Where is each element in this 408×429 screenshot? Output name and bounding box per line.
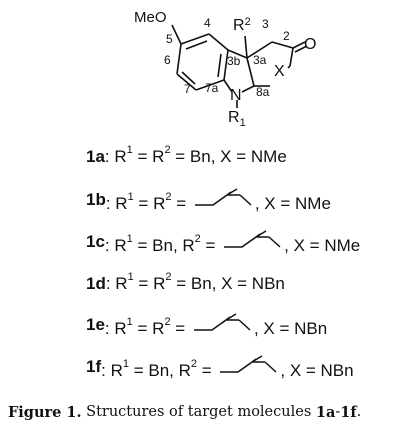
- ring-locants: 2 3 3a 3b 4 5 6 7 7a 8a: [164, 16, 290, 99]
- chemical-structure: MeO O X N R1 R2 2 3 3a 3b 4 5 6 7 7a 8a: [134, 9, 316, 129]
- caption-text: Structures of target molecules: [81, 404, 316, 420]
- compound-1b: 1b : R1 = R2 = , X = NMe: [86, 187, 406, 214]
- bond-lines: [171, 24, 308, 108]
- locant-3: 3: [262, 17, 269, 31]
- compound-id: 1e: [86, 315, 105, 334]
- compound-substituents: : R1 = R2 = Bn, X = NBn: [105, 271, 285, 293]
- prenyl-group: [218, 354, 278, 376]
- compound-substituents: : R1 = R2 = , X = NBn: [105, 312, 327, 339]
- locant-7: 7: [184, 82, 191, 96]
- methoxy-label: MeO: [134, 9, 167, 26]
- heteroatom-x: X: [274, 63, 285, 80]
- compound-1c: 1c : R1 = Bn, R2 = , X = NMe: [86, 229, 406, 256]
- prenyl-group: [222, 229, 282, 251]
- locant-3b: 3b: [227, 54, 241, 68]
- caption-range-start: 1a: [315, 403, 336, 421]
- locant-3a: 3a: [253, 53, 267, 67]
- figure-label: Figure 1.: [8, 403, 82, 421]
- locant-7a: 7a: [205, 81, 219, 95]
- prenyl-group: [192, 312, 252, 334]
- locant-6: 6: [164, 53, 171, 67]
- nitrogen-atom: N: [230, 87, 242, 104]
- carbonyl-oxygen: O: [304, 36, 316, 53]
- compound-substituents: : R1 = Bn, R2 = , X = NBn: [101, 354, 354, 381]
- compound-id: 1d: [86, 274, 106, 293]
- compound-1d: 1d : R1 = R2 = Bn, X = NBn: [86, 272, 406, 296]
- r1-group: R1: [228, 109, 246, 129]
- compound-1f: 1f : R1 = Bn, R2 = , X = NBn: [86, 354, 406, 381]
- compound-1e: 1e : R1 = R2 = , X = NBn: [86, 312, 406, 339]
- compound-1a: 1a : R1 = R2 = Bn, X = NMe: [86, 145, 406, 169]
- compound-substituents: : R1 = R2 = , X = NMe: [106, 187, 331, 214]
- locant-8a: 8a: [256, 85, 270, 99]
- compound-id: 1c: [86, 232, 105, 251]
- locant-5: 5: [166, 32, 173, 46]
- locant-2: 2: [283, 29, 290, 43]
- caption-range-end: 1f: [340, 403, 357, 421]
- locant-4: 4: [204, 16, 211, 30]
- figure-caption: Figure 1. Structures of target molecules…: [8, 400, 404, 424]
- prenyl-group: [193, 187, 253, 209]
- compound-id: 1b: [86, 190, 106, 209]
- r2-group: R2: [233, 16, 251, 34]
- caption-end: .: [356, 404, 362, 420]
- compound-id: 1f: [86, 357, 102, 376]
- caption-range-sep: -: [335, 404, 341, 420]
- compound-substituents: : R1 = R2 = Bn, X = NMe: [104, 144, 287, 166]
- compound-id: 1a: [86, 147, 105, 166]
- compound-substituents: : R1 = Bn, R2 = , X = NMe: [105, 229, 360, 256]
